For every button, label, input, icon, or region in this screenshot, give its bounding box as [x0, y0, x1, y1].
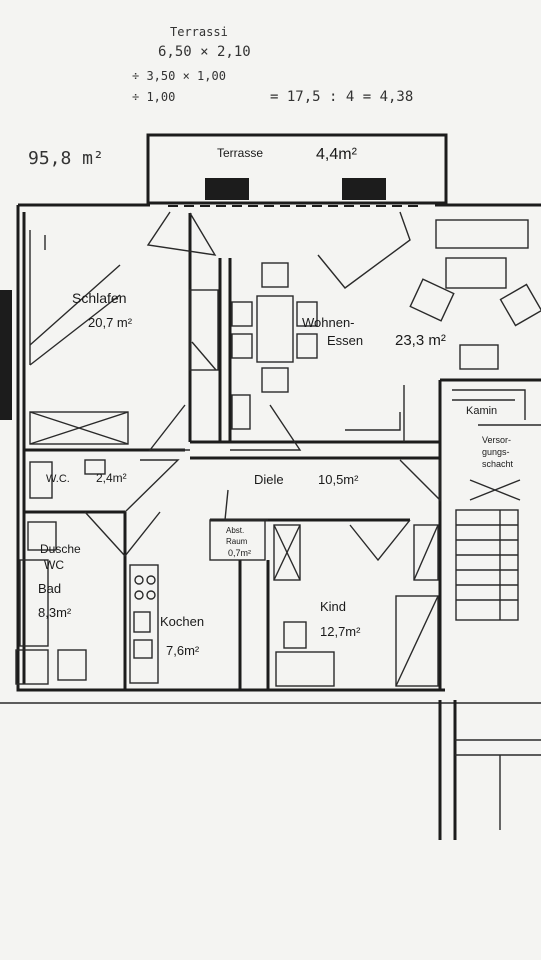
room-schlafen-label: Schlafen: [72, 290, 126, 306]
note-line-2: 6,50 × 2,10: [158, 44, 251, 60]
room-diele-label: Diele: [254, 472, 284, 487]
shaft-label-1: Versor-: [482, 435, 511, 445]
living-furniture: [231, 219, 541, 431]
shaft-label-3: schacht: [482, 459, 514, 469]
note-line-4: ÷ 1,00: [132, 90, 175, 104]
terrace-planter-right: [342, 178, 386, 200]
kamin-label: Kamin: [466, 405, 497, 417]
wc-fixtures: [29, 459, 106, 499]
room-kochen-label: Kochen: [160, 614, 204, 629]
room-dusche-label: Dusche: [40, 542, 81, 556]
shaft-label-2: gungs-: [482, 447, 510, 457]
terrace-area: 4,4m²: [316, 146, 358, 163]
staircase: [455, 479, 521, 621]
room-abst-label-2: Raum: [226, 537, 248, 546]
bath-fixtures: [15, 521, 87, 685]
room-wc2-label: WC: [44, 558, 64, 572]
door-swings: [84, 211, 441, 562]
interior-walls: [22, 212, 541, 690]
total-area: 95,8 m²: [28, 148, 104, 169]
room-wc-label: W.C.: [46, 473, 70, 485]
room-bad-area: 8,3m²: [38, 605, 72, 620]
room-abst-label-1: Abst.: [226, 526, 244, 535]
handwritten-notes: Terrassi 6,50 × 2,10 ÷ 3,50 × 1,00 ÷ 1,0…: [28, 25, 413, 169]
outer-walls: [0, 203, 541, 840]
room-diele-area: 10,5m²: [318, 472, 359, 487]
room-schlafen-area: 20,7 m²: [88, 315, 133, 330]
terrace-planter-left: [205, 178, 249, 200]
room-kochen-area: 7,6m²: [166, 643, 200, 658]
room-essen-label: Essen: [327, 333, 363, 348]
note-line-1: Terrassi: [170, 25, 228, 39]
kitchen-fixtures: [129, 519, 266, 684]
room-kind-label: Kind: [320, 599, 346, 614]
terrace: Terrasse 4,4m²: [146, 133, 448, 207]
room-kind-area: 12,7m²: [320, 624, 361, 639]
bedroom-furniture: [29, 230, 219, 445]
room-labels: Schlafen 20,7 m² Wohnen- Essen 23,3 m² K…: [38, 290, 514, 658]
room-wohnen-label: Wohnen-: [302, 315, 355, 330]
room-wc-area: 2,4m²: [96, 471, 127, 485]
room-abst-area: 0,7m²: [228, 548, 251, 558]
room-bad-label: Bad: [38, 581, 61, 596]
terrace-label: Terrasse: [217, 146, 263, 160]
kid-room-furniture: [273, 524, 439, 687]
chimney-shaft: [452, 389, 541, 426]
room-wohnen-area: 23,3 m²: [395, 332, 446, 349]
note-line-3: ÷ 3,50 × 1,00: [132, 69, 226, 83]
note-line-5: = 17,5 : 4 = 4,38: [270, 89, 413, 105]
